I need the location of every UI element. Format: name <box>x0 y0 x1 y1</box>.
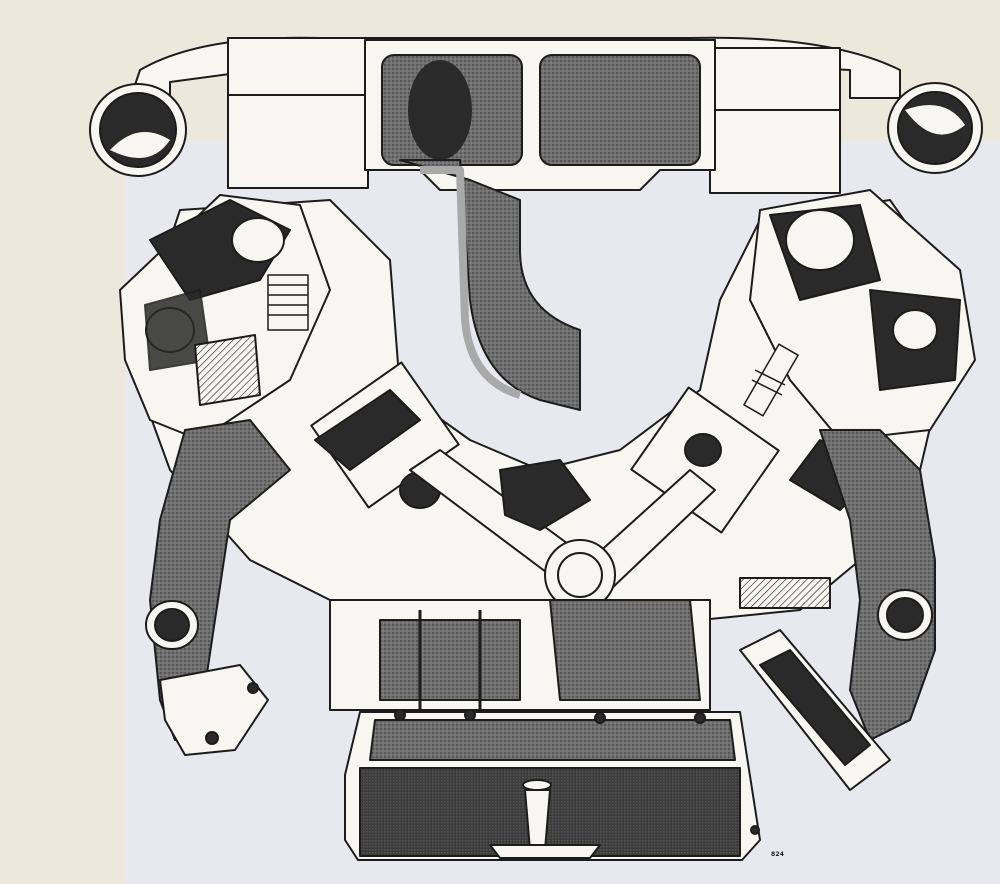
left-valve-spring <box>267 274 309 331</box>
plate-number: 824 <box>771 851 785 858</box>
left-cylinder-head <box>119 194 331 441</box>
engine-outline <box>89 36 983 861</box>
right-air-horn <box>887 82 983 174</box>
oil-filter-canister <box>739 577 891 791</box>
right-throttle-housing <box>709 47 841 194</box>
right-cylinder-head <box>749 189 976 441</box>
left-air-horn <box>89 83 187 177</box>
left-cylinder-bore <box>314 389 421 471</box>
left-exhaust-flange <box>159 664 269 756</box>
oil-pickup <box>489 779 601 859</box>
plenum-chamber-right <box>539 54 701 166</box>
left-throttle-housing <box>227 37 369 189</box>
intake-runner <box>399 159 581 411</box>
right-spark-plug <box>743 343 799 417</box>
right-exhaust-manifold <box>819 429 936 741</box>
sump-mesh <box>359 767 741 857</box>
